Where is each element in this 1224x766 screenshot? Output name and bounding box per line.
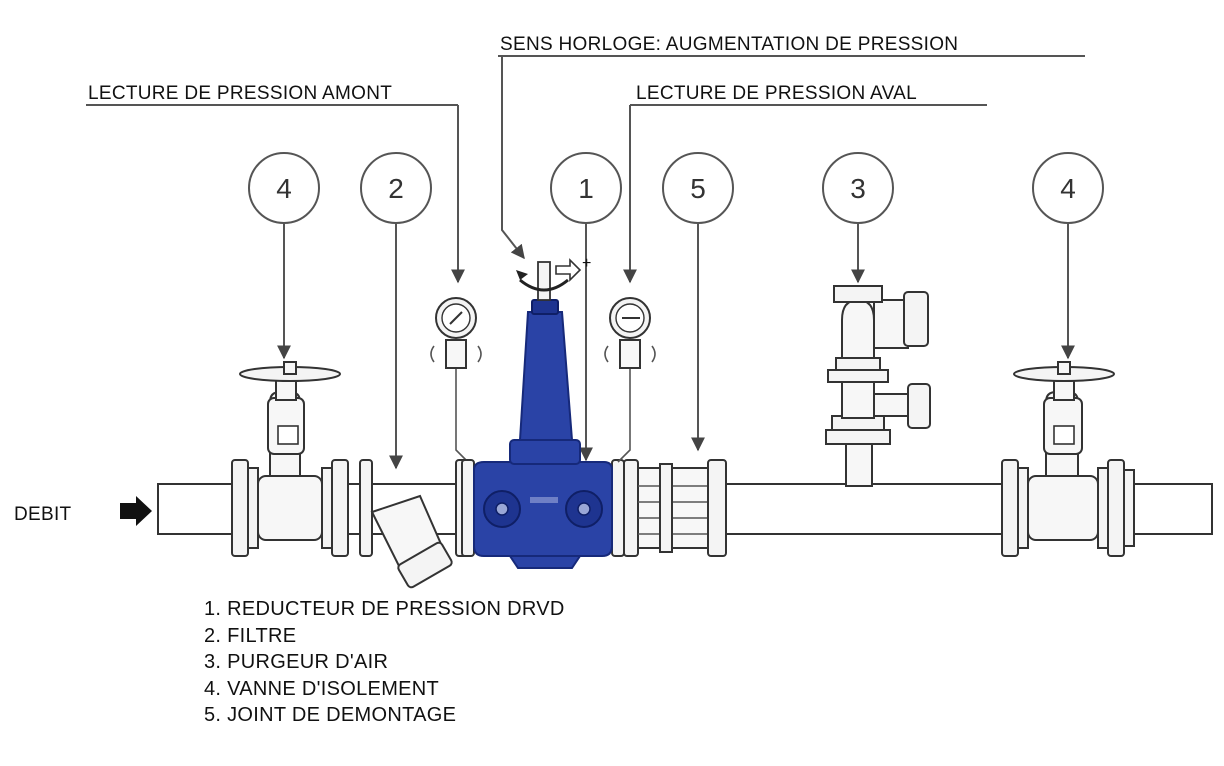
legend-list: 1. REDUCTEUR DE PRESSION DRVD 2. FILTRE … (204, 596, 565, 729)
label-flow: DEBIT (14, 504, 72, 525)
callout-5: 5 (662, 152, 734, 452)
dismantling-joint (623, 459, 727, 557)
svg-text:+: + (582, 255, 591, 272)
callout-number: 4 (1060, 173, 1076, 204)
leader-clockwise (501, 56, 525, 260)
callout-number: 1 (578, 173, 594, 204)
callout-number: 5 (690, 173, 706, 204)
callout-2: 2 (360, 152, 432, 470)
isolation-valve-left (231, 361, 349, 557)
isolation-valve-right (1001, 361, 1125, 557)
legend-item: 3. PURGEUR D'AIR (204, 651, 389, 673)
callout-number: 2 (388, 173, 404, 204)
callout-number: 4 (276, 173, 292, 204)
callout-number: 3 (850, 173, 866, 204)
callout-4-right: 4 (1032, 152, 1104, 360)
label-clockwise-increase: SENS HORLOGE: AUGMENTATION DE PRESSION (500, 34, 958, 55)
pressure-gauge-icon (430, 297, 482, 463)
legend-item: 2. FILTRE (204, 624, 297, 647)
pressure-reducing-valve (461, 299, 625, 569)
legend-item: 5. JOINT DE DEMONTAGE (204, 704, 457, 726)
pipe-end-flange (1123, 469, 1135, 547)
pressure-gauge-icon (604, 297, 656, 463)
callout-3: 3 (822, 152, 894, 284)
callout-1: 1 (550, 152, 622, 462)
legend-item: 1. REDUCTEUR DE PRESSION DRVD (204, 598, 565, 620)
clockwise-adjust-icon: + (516, 255, 591, 301)
label-downstream-pressure: LECTURE DE PRESSION AVAL (636, 83, 917, 104)
callout-4-left: 4 (248, 152, 320, 360)
label-upstream-pressure: LECTURE DE PRESSION AMONT (88, 83, 392, 104)
air-release-valve (825, 285, 931, 487)
flow-arrow-icon (120, 496, 152, 526)
legend-item: 4. VANNE D'ISOLEMENT (204, 677, 440, 700)
